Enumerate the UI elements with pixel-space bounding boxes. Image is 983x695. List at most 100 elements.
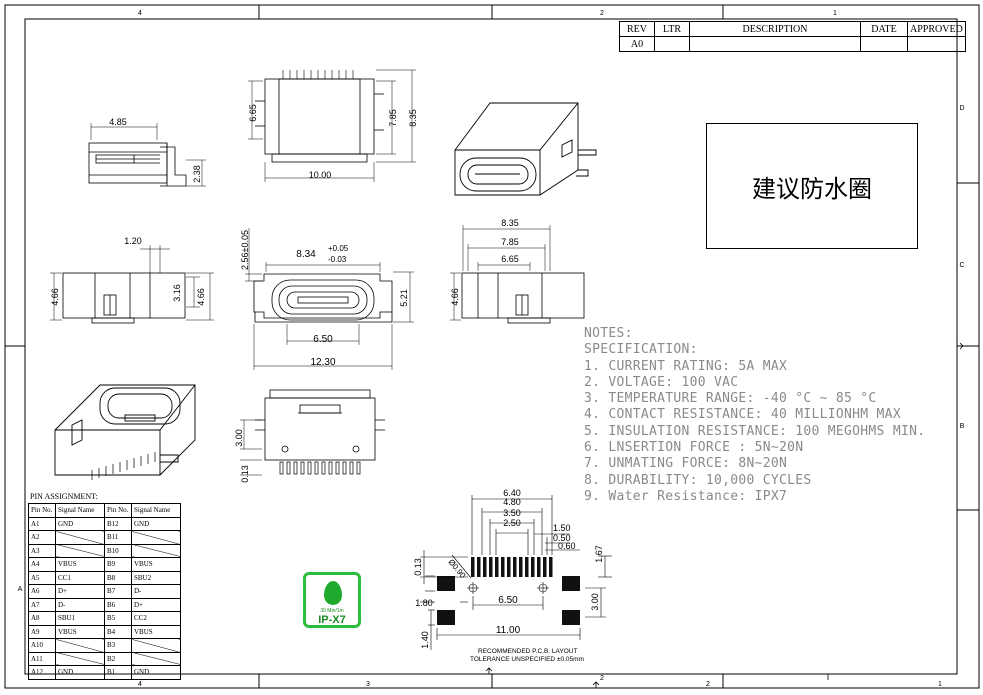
dim-pcb-0-60: 0.60 bbox=[558, 541, 576, 551]
note-item: 8. DURABILITY: 10,000 CYCLES bbox=[584, 472, 812, 488]
zone-left-1: A bbox=[18, 586, 23, 593]
signal-name bbox=[55, 543, 105, 558]
pin-number: A5 bbox=[28, 570, 56, 585]
rev-cell-approved bbox=[907, 36, 966, 52]
dim-front-6-50: 6.50 bbox=[313, 334, 333, 345]
signal-name bbox=[131, 530, 181, 545]
rev-header-date: DATE bbox=[860, 21, 908, 37]
signal-name: VBUS bbox=[131, 624, 181, 639]
dim-pcb-1-40: 1.40 bbox=[420, 631, 430, 649]
pin-header-pin-a: Pin No. bbox=[28, 503, 56, 518]
dim-left-3-16: 3.16 bbox=[172, 284, 182, 302]
signal-name: SBU1 bbox=[55, 611, 105, 626]
dim-left-4-66: 4.66 bbox=[50, 288, 60, 306]
zone-labels: 4 2 1 4 3 2 2 1 D C B A bbox=[18, 10, 965, 688]
pcb-layout bbox=[420, 495, 612, 650]
zone-top-2: 2 bbox=[600, 10, 604, 17]
datum-markers bbox=[485, 342, 964, 688]
dim-pcb-2-50: 2.50 bbox=[503, 518, 521, 528]
pin-header-signal-b: Signal Name bbox=[131, 503, 181, 518]
zone-top-1: 4 bbox=[138, 10, 142, 17]
pin-number: B9 bbox=[104, 557, 132, 572]
rev-header-ltr: LTR bbox=[654, 21, 690, 37]
signal-name: CC1 bbox=[55, 570, 105, 585]
dim-right-8-35: 8.35 bbox=[501, 218, 519, 228]
signal-name: SBU2 bbox=[131, 570, 181, 585]
dim-side-4-85: 4.85 bbox=[109, 117, 127, 127]
pin-number: A11 bbox=[28, 651, 56, 666]
note-item: 3. TEMPERATURE RANGE: -40 °C ~ 85 °C bbox=[584, 391, 877, 407]
dim-bottom-0-13: 0.13 bbox=[240, 465, 250, 483]
front-view bbox=[245, 228, 414, 370]
title-block: 建议防水圈 bbox=[706, 123, 918, 249]
dim-front-5-21: 5.21 bbox=[399, 289, 409, 307]
pin-number: A3 bbox=[28, 543, 56, 558]
pin-number: B1 bbox=[104, 665, 132, 680]
zone-top-3: 1 bbox=[833, 10, 837, 17]
signal-name: D- bbox=[131, 584, 181, 599]
rev-cell-date bbox=[860, 36, 908, 52]
rev-header-description: DESCRIPTION bbox=[689, 21, 861, 37]
pin-row: A10 B3 bbox=[28, 638, 181, 653]
zone-bottom-1: 4 bbox=[138, 681, 142, 688]
signal-name bbox=[131, 543, 181, 558]
notes-subheading: SPECIFICATION: bbox=[584, 342, 698, 358]
dim-pcb-0-50: 0.50 bbox=[553, 533, 571, 543]
signal-name: VBUS bbox=[55, 624, 105, 639]
pin-number: A8 bbox=[28, 611, 56, 626]
dim-top-7-85: 7.85 bbox=[388, 109, 398, 127]
dim-front-8-34: 8.34 bbox=[296, 249, 316, 260]
rev-cell-ltr bbox=[654, 36, 690, 52]
note-item: 9. Water Resistance: IPX7 bbox=[584, 488, 788, 504]
dim-pcb-6-40: 6.40 bbox=[503, 488, 521, 498]
rev-cell-rev: A0 bbox=[619, 36, 655, 52]
pin-number: B3 bbox=[104, 638, 132, 653]
pin-assignment-title: PIN ASSIGNMENT: bbox=[30, 492, 98, 501]
signal-name: GND bbox=[131, 516, 181, 531]
pin-number: A9 bbox=[28, 624, 56, 639]
note-item: 4. CONTACT RESISTANCE: 40 MILLIONHM MAX bbox=[584, 407, 901, 423]
pin-number: B12 bbox=[104, 516, 132, 531]
dim-top-10-00: 10.00 bbox=[309, 170, 332, 180]
pin-number: B5 bbox=[104, 611, 132, 626]
iso-view-bottom bbox=[54, 384, 196, 480]
side-view-top bbox=[88, 123, 206, 187]
signal-name: GND bbox=[55, 665, 105, 680]
pin-number: B6 bbox=[104, 597, 132, 612]
pin-header-row: Pin No. Signal Name Pin No. Signal Name bbox=[28, 503, 181, 518]
pin-number: B2 bbox=[104, 651, 132, 666]
note-item: 2. VOLTAGE: 100 VAC bbox=[584, 374, 739, 390]
zone-bottom-2: 3 bbox=[366, 681, 370, 688]
top-view bbox=[248, 69, 416, 182]
dim-pcb-6-50: 6.50 bbox=[498, 595, 518, 606]
signal-name: GND bbox=[131, 665, 181, 680]
dim-pcb-3-00: 3.00 bbox=[590, 593, 600, 611]
signal-name: D- bbox=[55, 597, 105, 612]
title-block-name: 建议防水圈 bbox=[752, 174, 872, 203]
dim-right-6-65: 6.65 bbox=[501, 254, 519, 264]
dim-right-4-66: 4.66 bbox=[450, 288, 460, 306]
note-item: 7. UNMATING FORCE: 8N~20N bbox=[584, 456, 788, 472]
dim-pcb-4-80: 4.80 bbox=[503, 497, 521, 507]
rev-header-rev: REV bbox=[619, 21, 655, 37]
signal-name bbox=[131, 651, 181, 666]
revision-header-row: REV LTR DESCRIPTION DATE APPROVED bbox=[619, 21, 966, 37]
signal-name bbox=[55, 651, 105, 666]
bottom-view bbox=[240, 389, 385, 476]
dim-pcb-1-80: 1.80 bbox=[415, 598, 433, 608]
pin-number: A10 bbox=[28, 638, 56, 653]
dim-pcb-1-50: 1.50 bbox=[553, 523, 571, 533]
zone-bottom-4: 2 bbox=[706, 681, 710, 688]
signal-name bbox=[55, 638, 105, 653]
pcb-caption: RECOMMENDED P.C.B. LAYOUT bbox=[478, 648, 578, 655]
